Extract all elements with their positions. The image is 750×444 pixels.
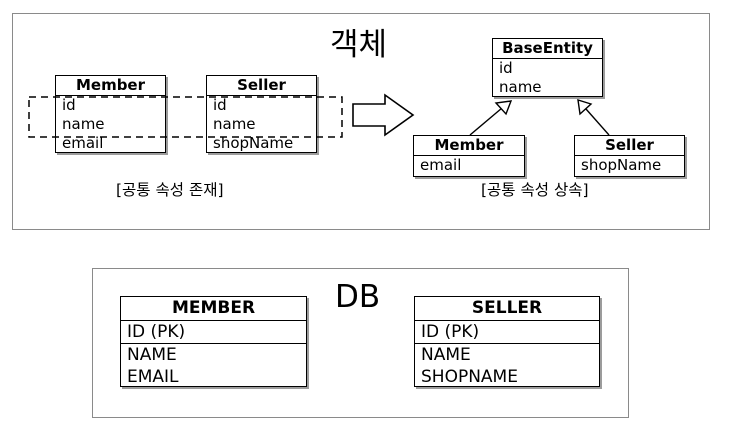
seller-child-class: Seller shopName (574, 135, 685, 177)
caption-common-attributes-exist: [공통 속성 존재] (116, 181, 224, 199)
seller-table-pk: ID (PK) (421, 322, 480, 342)
object-panel-title: 객체 (330, 27, 388, 63)
seller-field-shopname: shopName (213, 134, 294, 152)
base-entity-field-id: id (499, 59, 513, 77)
member-child-class: Member email (413, 135, 525, 177)
seller-child-field-shopname: shopName (581, 156, 662, 174)
base-entity-field-name: name (499, 78, 542, 96)
member-class-name: Member (56, 76, 165, 96)
seller-field-id: id (213, 96, 227, 114)
seller-table-column-shopname: SHOPNAME (421, 367, 518, 387)
member-class: Member id name email (55, 75, 166, 153)
seller-class: Seller id name shopName (206, 75, 317, 153)
seller-field-name: name (213, 115, 256, 133)
member-table-name: MEMBER (121, 297, 306, 321)
member-inherit-arrowhead-icon (494, 100, 513, 116)
seller-child-class-name: Seller (575, 136, 684, 156)
common-fields-dashed-highlight (28, 96, 343, 138)
member-table-column-email: EMAIL (127, 367, 179, 387)
transform-arrow-icon (352, 93, 415, 137)
seller-inherit-line (585, 108, 610, 136)
seller-table-column-name: NAME (421, 345, 471, 365)
member-inherit-line (469, 107, 503, 136)
member-field-email: email (62, 134, 104, 152)
member-table: MEMBER ID (PK) NAME EMAIL (120, 296, 307, 387)
member-table-column-name: NAME (127, 345, 177, 365)
member-child-field-email: email (420, 156, 462, 174)
db-panel-title: DB (335, 279, 381, 315)
member-child-class-name: Member (414, 136, 524, 156)
caption-common-attributes-inherited: [공통 속성 상속] (481, 181, 589, 199)
member-field-name: name (62, 115, 105, 133)
seller-table: SELLER ID (PK) NAME SHOPNAME (414, 296, 600, 387)
seller-table-name: SELLER (415, 297, 599, 321)
base-entity-class-name: BaseEntity (493, 39, 602, 59)
base-entity-class: BaseEntity id name (492, 38, 603, 97)
member-table-pk: ID (PK) (127, 322, 186, 342)
member-field-id: id (62, 96, 76, 114)
seller-inherit-arrowhead-icon (577, 99, 593, 116)
seller-class-name: Seller (207, 76, 316, 96)
